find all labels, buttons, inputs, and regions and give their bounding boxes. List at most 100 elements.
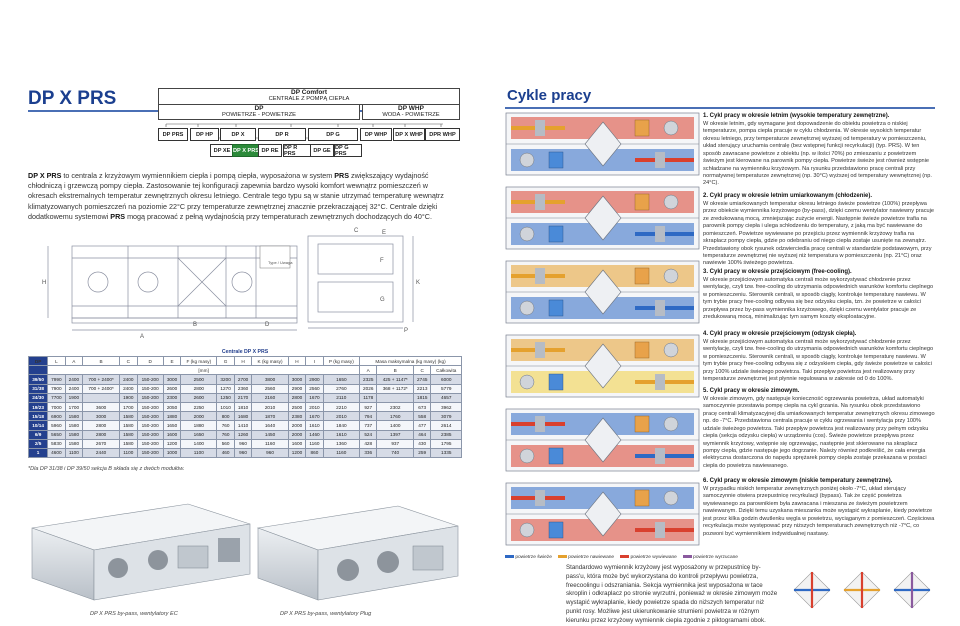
page-title-left: DP X PRS	[28, 88, 117, 109]
table-unit-blank	[27, 365, 49, 376]
cycle-text-3: 3. Cykl pracy w okresie przejściowym (fr…	[703, 269, 935, 322]
table-row-size: 2/5	[27, 438, 49, 449]
table-cell: 2900	[305, 374, 324, 385]
table-header-cell: L	[47, 355, 66, 367]
table-cell: 1580	[64, 420, 84, 431]
table-cell: 1760	[376, 411, 414, 422]
cycle-body: W przypadku niskich temperatur zewnętrzn…	[703, 485, 935, 537]
table-cell: 700 + 2400*	[82, 383, 121, 394]
cycle-body: W okresie zimowym, gdy następuje koniecz…	[703, 395, 935, 469]
table-cell: 1580	[119, 411, 138, 422]
table-cell: 1335	[430, 447, 462, 459]
table-cell: 2210	[322, 401, 361, 413]
table-cell: 800	[216, 411, 235, 422]
table-cell: 2760	[322, 383, 361, 394]
cycle-text-6: 6. Cykl pracy w okresie zimowym (niskie …	[703, 478, 935, 538]
table-cell: 1900	[64, 392, 84, 403]
table-cell: 1870	[251, 411, 289, 422]
table-cell: 2160	[251, 392, 289, 403]
table-cell: 524	[358, 429, 378, 440]
table-cell: 7900	[47, 383, 66, 394]
table-cell: 760	[216, 429, 235, 440]
table-cell: 2000	[287, 420, 307, 431]
table-cell: 5960	[47, 420, 66, 431]
table-cell: 960	[233, 447, 253, 459]
family-tag-row1-3: DP R	[258, 128, 306, 141]
table-cell: 2170	[233, 392, 253, 403]
family-tag-row2-1: DP X PRS	[232, 144, 260, 157]
table-cell: 2300	[162, 392, 182, 403]
technical-drawing: Type / Uwaga A B C D E F G H K P	[42, 228, 420, 340]
table-cell: 1580	[64, 429, 84, 440]
table-cell: 259	[412, 447, 432, 459]
table-cell: 150-200	[136, 401, 164, 413]
family-top-title: DP Comfort	[291, 89, 327, 96]
table-cell: 1270	[216, 383, 235, 394]
table-row-size: 6/9	[27, 429, 49, 440]
dim-b: B	[193, 322, 197, 328]
family-whp-title: DP WHP	[398, 105, 424, 112]
table-cell: 150-200	[136, 392, 164, 403]
table-cell: 2050	[162, 401, 182, 413]
table-cell: 1160	[251, 438, 289, 449]
table-cell: 737	[358, 420, 378, 431]
table-header-cell: B	[82, 355, 121, 367]
cycle-body: W okresie przejściowym automatyka centra…	[703, 276, 934, 321]
table-cell: 1397	[376, 429, 414, 440]
table-cell: 1580	[119, 438, 138, 449]
title-rule-right	[505, 107, 935, 109]
cycle-diagram-4	[505, 334, 700, 398]
picto-1	[793, 571, 831, 609]
bottom-paragraph: Standardowo wymiennik krzyżowy jest wypo…	[566, 564, 778, 624]
table-header-cell: P (kg masy)	[322, 355, 361, 367]
crossflow-pictograms	[793, 571, 931, 609]
table-cell: 1100	[180, 447, 218, 459]
table-cell: 2500	[287, 401, 307, 413]
family-tag-row1-6: DP X WHP	[393, 128, 425, 141]
table-cell: 1700	[119, 401, 138, 413]
table-cell: 1450	[251, 429, 289, 440]
table-cell: 1010	[216, 401, 235, 413]
table-cell: 1400	[180, 438, 218, 449]
cycle-heading: 6. Cykl pracy w okresie zimowym (niskie …	[703, 478, 893, 484]
family-tag-row1-0: DP PRS	[158, 128, 188, 141]
table-cell: 2026	[358, 383, 378, 394]
table-cell: 2400	[119, 374, 138, 385]
intro-text2: zwiększający wydajność chłodniczą i grze…	[28, 171, 444, 221]
table-cell: 1680	[233, 411, 253, 422]
table-cell: 3200	[216, 374, 235, 385]
table-cell: 150-200	[136, 429, 164, 440]
table-cell: 1670	[305, 411, 324, 422]
table-cell: 6900	[47, 411, 66, 422]
render-left-caption: DP X PRS by-pass, wentylatory EC	[90, 611, 178, 617]
table-cell: 937	[376, 438, 414, 449]
product-renders	[31, 503, 459, 601]
table-cell: 794	[358, 411, 378, 422]
table-cell: 2900	[287, 383, 307, 394]
table-cell: 3600	[82, 401, 121, 413]
table-cell: 2745	[412, 374, 432, 385]
dim-e: E	[382, 230, 386, 236]
table-cell: 1650	[180, 429, 218, 440]
table-cell: 2213	[412, 383, 432, 394]
table-cell: 2614	[430, 420, 462, 431]
table-cell: 2800	[180, 383, 218, 394]
table-cell: 1100	[119, 447, 138, 459]
table-cell: 560	[216, 438, 235, 449]
cycle-diagram-1	[505, 112, 700, 176]
table-cell: 425 + 1147*	[376, 374, 414, 385]
cycle-diagram-5	[505, 408, 700, 472]
intro-paragraph: DP X PRS to centrala z krzyżowym wymienn…	[28, 171, 456, 222]
page-title-right: Cykle pracy	[507, 87, 592, 104]
table-cell: 150-200	[136, 420, 164, 431]
intro-text3: mogą pracować z pełną wydajnością przy t…	[125, 211, 432, 221]
table-cell: 1200	[162, 438, 182, 449]
cycle-diagram-3	[505, 260, 700, 324]
table-row-size: 39/50	[27, 374, 49, 385]
table-cell: 477	[412, 420, 432, 431]
